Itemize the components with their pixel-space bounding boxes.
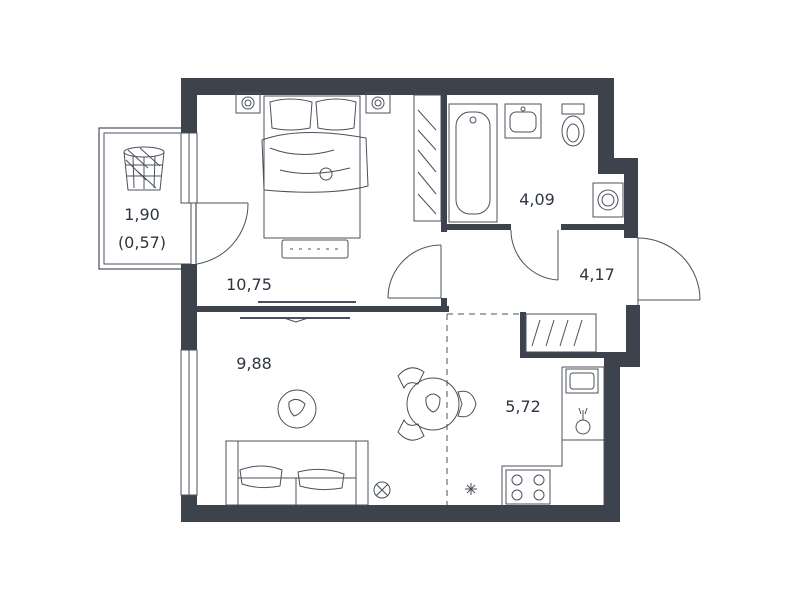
balcony-reduced-area-label: (0,57) <box>118 233 166 252</box>
sink <box>504 103 542 139</box>
sofa <box>225 440 369 506</box>
hallway-area-label: 4,17 <box>579 265 615 284</box>
living-room: 9,88 <box>225 317 391 506</box>
bedroom: 10,75 <box>226 92 442 303</box>
balcony-area-label: 1,90 <box>124 205 160 224</box>
kitchen-counter <box>501 366 605 505</box>
hallway: 4,17 <box>525 265 615 353</box>
bed <box>261 95 369 239</box>
balcony: 1,90 (0,57) <box>98 127 197 270</box>
coffee-table <box>277 389 317 429</box>
plant-icon <box>373 481 391 499</box>
kitchen: 5,72 <box>397 366 605 505</box>
kitchen-sink <box>565 368 599 394</box>
cooktop <box>505 469 551 505</box>
nightstand-left <box>235 92 261 114</box>
kitchen-area-label: 5,72 <box>505 397 541 416</box>
exterior-walls <box>181 78 640 522</box>
bathroom-area-label: 4,09 <box>519 190 555 209</box>
laundry-basket-icon <box>123 146 165 191</box>
fridge-icon <box>465 483 477 495</box>
hallway-wardrobe <box>525 313 597 353</box>
living-room-area-label: 9,88 <box>236 354 272 373</box>
faucet-icon <box>575 407 591 435</box>
windows <box>180 132 198 496</box>
washing-machine <box>592 182 624 218</box>
tv-living <box>240 317 350 323</box>
bathtub <box>448 103 498 223</box>
nightstand-right <box>365 92 391 114</box>
doors <box>196 202 701 305</box>
wardrobe <box>413 94 442 222</box>
dining-table <box>397 367 477 441</box>
bedside-rug <box>281 239 349 259</box>
bathroom: 4,09 <box>448 103 624 223</box>
zone-dividers <box>446 313 520 505</box>
toilet <box>561 103 585 147</box>
interior-walls <box>197 92 638 358</box>
bedroom-area-label: 10,75 <box>226 275 272 294</box>
